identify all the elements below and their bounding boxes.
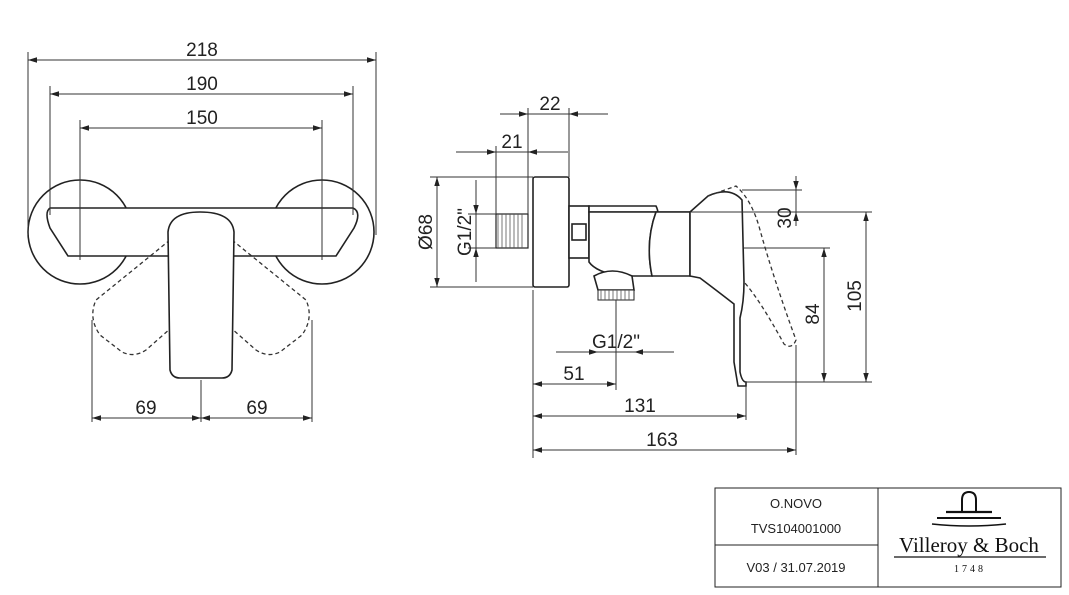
- article-number: TVS104001000: [751, 521, 841, 536]
- dim-center-distance: 150: [186, 108, 218, 129]
- side-lever: [689, 191, 747, 387]
- dim-height-30: 30: [775, 207, 796, 228]
- version-date: V03 / 31.07.2019: [746, 560, 845, 575]
- title-block: O.NOVO TVS104001000 V03 / 31.07.2019 Vil…: [714, 487, 1062, 588]
- product-name: O.NOVO: [770, 496, 822, 511]
- wall-thread: [495, 213, 529, 249]
- dim-height-105: 105: [845, 280, 866, 312]
- dim-lever-left: 69: [135, 398, 156, 419]
- side-view: 22 21 Ø68 G1/2" G1/2" 51 131 163 30 84 1…: [416, 94, 872, 458]
- dim-height-84: 84: [803, 303, 824, 325]
- brand-year: 1748: [954, 564, 986, 575]
- dim-rosette-diameter: Ø68: [416, 214, 437, 250]
- dim-thread-wall: G1/2": [455, 208, 476, 256]
- dim-length-163: 163: [646, 430, 678, 451]
- side-lever-ghost: [707, 185, 797, 347]
- dim-outlet-offset: 51: [563, 364, 584, 385]
- dim-depth-21: 21: [501, 132, 522, 153]
- brand-name: Villeroy & Boch: [899, 533, 1039, 557]
- brand-logo-icon: [931, 490, 1007, 527]
- front-view: 218 190 150 69 69: [27, 40, 377, 422]
- dim-length-131: 131: [624, 396, 656, 417]
- dim-thread-outlet: G1/2": [592, 332, 640, 353]
- outlet: [593, 270, 635, 291]
- central-lever: [167, 211, 235, 379]
- dim-lever-right: 69: [246, 398, 267, 419]
- side-rosette: [532, 176, 570, 288]
- dim-eccentric-width: 190: [186, 74, 218, 95]
- dim-overall-width: 218: [186, 40, 218, 61]
- dim-depth-22: 22: [539, 94, 560, 115]
